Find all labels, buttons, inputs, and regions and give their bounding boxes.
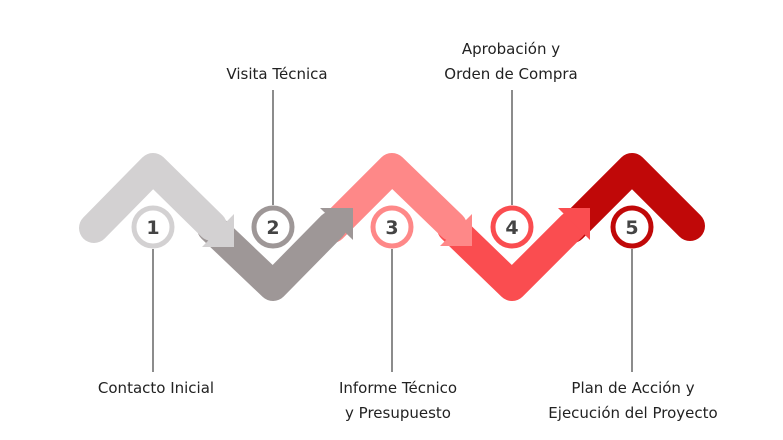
step-label-5-line2: Ejecución del Proyecto xyxy=(548,404,718,422)
arrow-head-4 xyxy=(558,208,590,240)
step-label-3-line1: Informe Técnico xyxy=(338,379,458,397)
step-label-3: Informe Técnico y Presupuesto xyxy=(339,376,457,426)
segment-5 xyxy=(557,153,705,243)
step-label-1: Contacto Inicial xyxy=(98,376,214,401)
segment-4 xyxy=(437,211,587,301)
arrow-head-3 xyxy=(440,214,472,246)
svg-text:3: 3 xyxy=(385,217,398,239)
step-badge-5: 5 xyxy=(610,205,654,249)
step-badge-4: 4 xyxy=(490,205,534,249)
step-label-2-line1: Visita Técnica xyxy=(226,65,328,83)
step-badge-1: 1 xyxy=(131,205,175,249)
segment-1 xyxy=(79,153,227,243)
arrow-head-2 xyxy=(320,208,353,240)
svg-text:4: 4 xyxy=(505,217,518,239)
step-label-2: Visita Técnica xyxy=(226,62,327,87)
svg-text:1: 1 xyxy=(146,217,159,239)
step-label-1-line1: Contacto Inicial xyxy=(97,379,215,397)
step-label-4-line2: Orden de Compra xyxy=(444,65,578,83)
svg-text:2: 2 xyxy=(266,217,279,239)
step-badge-3: 3 xyxy=(370,205,414,249)
step-label-5-line1: Plan de Acción y xyxy=(571,379,695,397)
step-badge-2: 2 xyxy=(251,205,295,249)
segment-2 xyxy=(197,211,347,301)
arrow-head-1 xyxy=(202,214,234,247)
step-label-4-line1: Aprobación y xyxy=(461,40,561,58)
step-label-4: Aprobación y Orden de Compra xyxy=(444,37,577,87)
step-label-5: Plan de Acción y Ejecución del Proyecto xyxy=(548,376,717,426)
svg-text:5: 5 xyxy=(625,217,638,239)
step-label-3-line2: y Presupuesto xyxy=(345,404,451,422)
